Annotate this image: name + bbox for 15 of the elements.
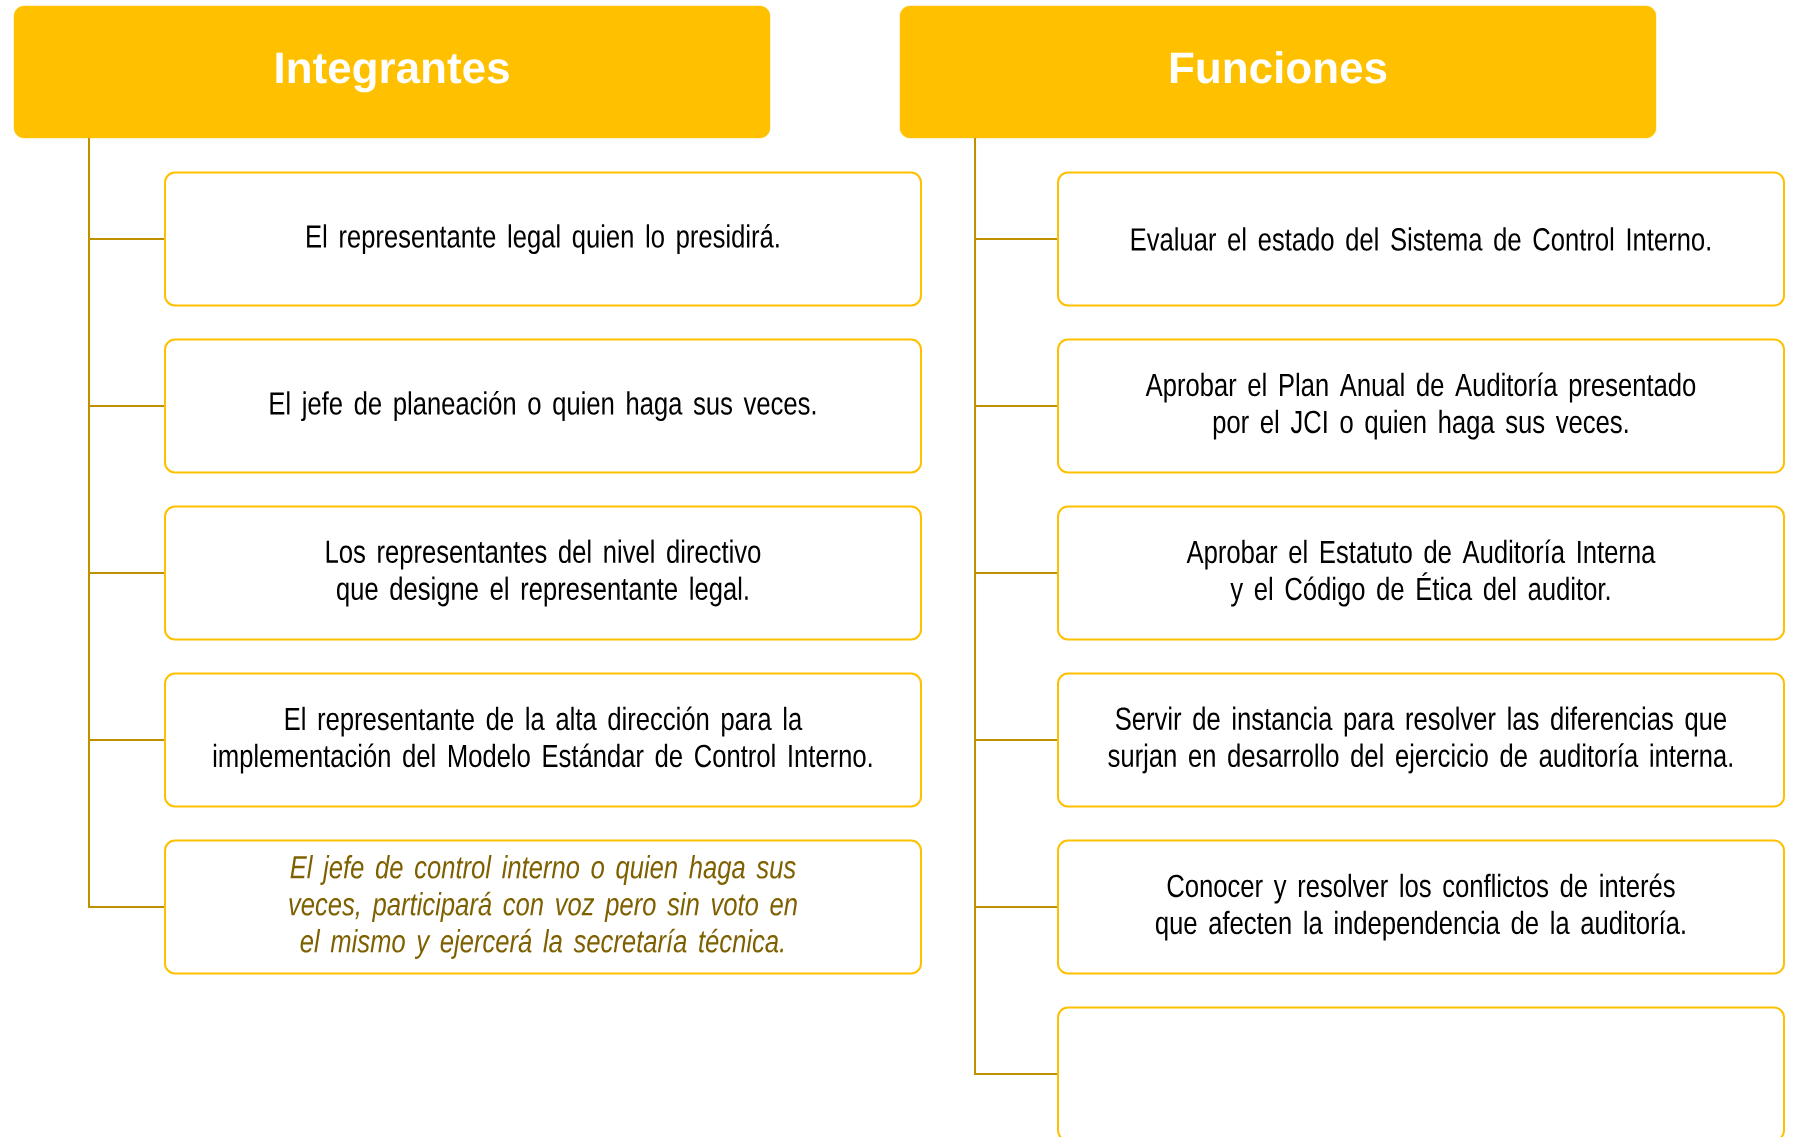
text-box: El jefe de control interno o quien haga sus veces, participará con voz pero sin voto en el mismo y ejercerá la secretaría técnica. bbox=[164, 839, 922, 975]
text-box: Evaluar el estado del Sistema de Control Interno. bbox=[1057, 171, 1785, 307]
empty-box bbox=[1057, 1006, 1785, 1137]
text-box: Aprobar el Plan Anual de Auditoría presentado por el JCI o quien haga sus veces. bbox=[1057, 338, 1785, 474]
text-box: El jefe de planeación o quien haga sus veces. bbox=[164, 338, 922, 474]
text-box: Aprobar el Estatuto de Auditoría Interna y el Código de Ética del auditor. bbox=[1057, 505, 1785, 641]
text-box: Conocer y resolver los conflictos de interés que afecten la independencia de la auditoría. bbox=[1057, 839, 1785, 975]
text-box: El representante legal quien lo presidirá. bbox=[164, 171, 922, 307]
connector bbox=[88, 137, 165, 908]
text-box: Servir de instancia para resolver las diferencias que surjan en desarrollo del ejercicio de auditoría interna. bbox=[1057, 672, 1785, 808]
text-box: Los representantes del nivel directivo que designe el representante legal. bbox=[164, 505, 922, 641]
connector bbox=[974, 137, 1058, 1075]
header-box: Funciones bbox=[899, 5, 1657, 139]
header-box: Integrantes bbox=[13, 5, 771, 139]
text-box: El representante de la alta dirección para la implementación del Modelo Estándar de Control Interno. bbox=[164, 672, 922, 808]
